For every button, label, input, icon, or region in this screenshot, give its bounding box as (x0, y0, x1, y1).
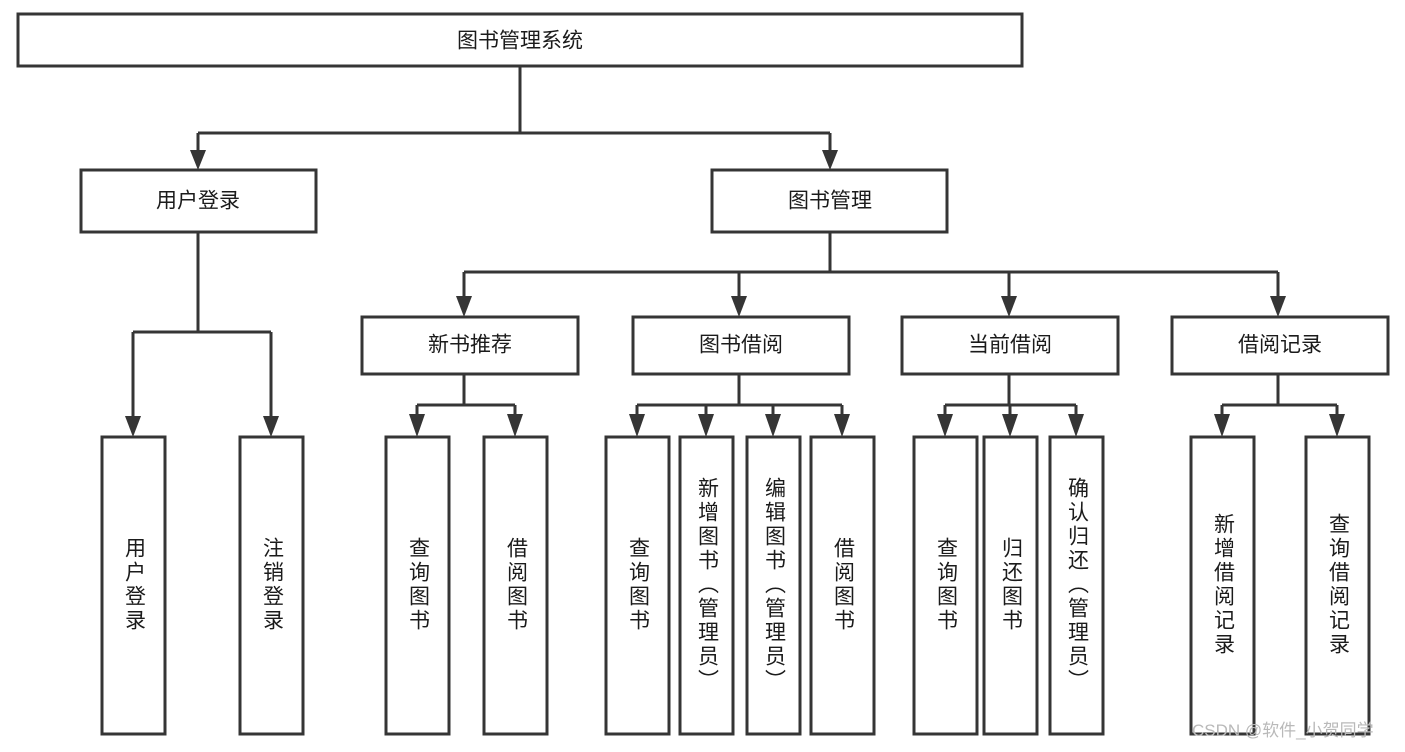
leaf-user-login-label: 用户登录 (122, 537, 146, 633)
node-borrow-record[interactable]: 借阅记录 (1170, 315, 1390, 376)
leaf-add-record-box[interactable] (1189, 435, 1256, 736)
node-leaf-query-book-3[interactable]: 查询图书 (912, 435, 979, 736)
node-root[interactable]: 图书管理系统 (16, 12, 1024, 68)
arrow-leaf-confirm-return (1068, 414, 1084, 437)
arrow-leaf-user-logout (263, 416, 279, 437)
user-login-label: 用户登录 (156, 190, 240, 213)
node-leaf-user-logout[interactable]: 注销登录 (238, 435, 305, 736)
leaf-user-login-box[interactable] (100, 435, 167, 736)
arrow-leaf-edit-book (765, 414, 781, 437)
leaf-edit-book-box[interactable] (745, 435, 802, 736)
node-leaf-add-record[interactable]: 新增借阅记录 (1189, 435, 1256, 736)
edge-layer (125, 66, 1345, 437)
book-borrow-label: 图书借阅 (699, 334, 783, 357)
root-label: 图书管理系统 (457, 30, 583, 53)
arrow-user-login (190, 150, 206, 170)
node-current-borrow[interactable]: 当前借阅 (900, 315, 1120, 376)
leaf-query-book-2-label: 查询图书 (626, 537, 650, 633)
arrow-leaf-user-login (125, 416, 141, 437)
arrow-leaf-borrow-book-1 (507, 414, 523, 437)
current-borrow-label: 当前借阅 (968, 334, 1052, 357)
arrow-leaf-return-book (1002, 414, 1018, 437)
node-leaf-query-book-1[interactable]: 查询图书 (384, 435, 451, 736)
arrow-book-borrow (731, 296, 747, 317)
arrow-leaf-query-record (1329, 414, 1345, 437)
node-leaf-borrow-book-1[interactable]: 借阅图书 (482, 435, 549, 736)
arrow-leaf-borrow-book-2 (834, 414, 850, 437)
arrow-borrow-record (1270, 296, 1286, 317)
leaf-query-record-box[interactable] (1304, 435, 1371, 736)
arrow-leaf-add-record (1214, 414, 1230, 437)
arrow-book-management (822, 150, 838, 170)
root-box[interactable] (16, 12, 1024, 68)
current-borrow-box[interactable] (900, 315, 1120, 376)
leaf-borrow-book-2-label: 借阅图书 (831, 537, 855, 633)
arrow-new-book-recommend (456, 296, 472, 317)
node-book-borrow[interactable]: 图书借阅 (631, 315, 851, 376)
csdn-watermark: CSDN @软件_小贺同学 (1192, 721, 1374, 740)
leaf-query-book-1-box[interactable] (384, 435, 451, 736)
leaf-borrow-book-2-box[interactable] (809, 435, 876, 736)
leaf-confirm-return-box[interactable] (1048, 435, 1105, 736)
leaf-query-book-1-label: 查询图书 (406, 537, 430, 633)
leaf-confirm-return-label: 确认归还（管理员） (1065, 477, 1089, 693)
new-book-recommend-label: 新书推荐 (428, 334, 512, 357)
leaf-add-book-box[interactable] (678, 435, 735, 736)
leaf-borrow-book-1-box[interactable] (482, 435, 549, 736)
node-user-login[interactable]: 用户登录 (79, 168, 318, 234)
arrow-leaf-query-book-1 (409, 414, 425, 437)
arrow-current-borrow (1001, 296, 1017, 317)
arrow-leaf-add-book (698, 414, 714, 437)
leaf-return-book-box[interactable] (982, 435, 1039, 736)
node-leaf-user-login[interactable]: 用户登录 (100, 435, 167, 736)
leaf-user-logout-box[interactable] (238, 435, 305, 736)
leaf-query-record-label: 查询借阅记录 (1326, 513, 1350, 657)
leaf-query-book-3-label: 查询图书 (934, 537, 958, 633)
node-leaf-add-book[interactable]: 新增图书（管理员） (678, 435, 735, 736)
leaf-add-book-label: 新增图书（管理员） (695, 477, 719, 693)
user-login-box[interactable] (79, 168, 318, 234)
book-borrow-box[interactable] (631, 315, 851, 376)
node-book-management[interactable]: 图书管理 (710, 168, 949, 234)
leaf-edit-book-label: 编辑图书（管理员） (762, 477, 786, 693)
arrow-leaf-query-book-2 (629, 414, 645, 437)
borrow-record-label: 借阅记录 (1238, 334, 1322, 357)
arrow-leaf-query-book-3 (937, 414, 953, 437)
node-leaf-query-record[interactable]: 查询借阅记录 (1304, 435, 1371, 736)
node-leaf-return-book[interactable]: 归还图书 (982, 435, 1039, 736)
leaf-borrow-book-1-label: 借阅图书 (504, 537, 528, 633)
node-leaf-query-book-2[interactable]: 查询图书 (604, 435, 671, 736)
leaf-add-record-label: 新增借阅记录 (1211, 513, 1235, 657)
leaf-query-book-2-box[interactable] (604, 435, 671, 736)
book-management-label: 图书管理 (788, 190, 872, 213)
leaf-return-book-label: 归还图书 (999, 537, 1023, 633)
leaf-query-book-3-box[interactable] (912, 435, 979, 736)
new-book-recommend-box[interactable] (360, 315, 580, 376)
node-leaf-confirm-return[interactable]: 确认归还（管理员） (1048, 435, 1105, 736)
leaf-user-logout-label: 注销登录 (260, 537, 284, 633)
node-new-book-recommend[interactable]: 新书推荐 (360, 315, 580, 376)
book-management-box[interactable] (710, 168, 949, 234)
borrow-record-box[interactable] (1170, 315, 1390, 376)
node-leaf-edit-book[interactable]: 编辑图书（管理员） (745, 435, 802, 736)
node-leaf-borrow-book-2[interactable]: 借阅图书 (809, 435, 876, 736)
